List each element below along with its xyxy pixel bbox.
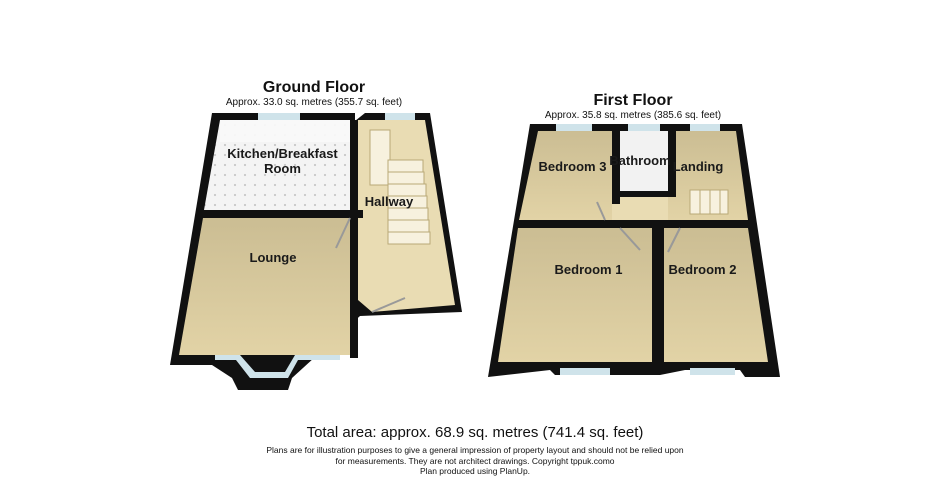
- lounge-bay-window: [215, 355, 340, 378]
- kitchen-label: Kitchen/Breakfast Room: [210, 146, 355, 176]
- hallway-window: [385, 113, 415, 120]
- ground-floor-title: Ground Floor: [262, 79, 366, 96]
- disclaimer-line2: for measurements. They are not architect…: [335, 455, 615, 466]
- bathroom-floor: [620, 131, 668, 191]
- ground-floor-area: Approx. 33.0 sq. metres (355.7 sq. feet): [225, 97, 403, 108]
- kitchen-label-line1: Kitchen/Breakfast: [227, 146, 338, 161]
- lounge-hallway-divider: [350, 120, 358, 200]
- landing-corridor: [612, 196, 668, 222]
- front-door-swing: [371, 297, 406, 313]
- ff-horizontal-wall: [518, 220, 750, 228]
- first-floor-plan: [488, 124, 780, 377]
- ground-floor-plan: [170, 113, 462, 390]
- disclaimer-line3: Plan produced using PlanUp.: [419, 466, 531, 476]
- disclaimer-line1: Plans are for illustration purposes to g…: [266, 445, 684, 455]
- bathroom-window: [628, 124, 660, 131]
- landing-label: Landing: [672, 159, 724, 174]
- kitchen-worktop: [220, 120, 350, 142]
- landing-staircase-railing: [689, 189, 729, 215]
- bedroom1-bedroom2-wall: [652, 228, 664, 370]
- disclaimer: Plans are for illustration purposes to g…: [175, 445, 775, 477]
- landing-window: [690, 124, 720, 131]
- lounge-label: Lounge: [249, 250, 297, 265]
- bedroom3-window: [556, 124, 592, 131]
- total-area: Total area: approx. 68.9 sq. metres (741…: [306, 424, 644, 441]
- bathroom-bottom-wall: [612, 191, 676, 197]
- bedroom1-label: Bedroom 1: [554, 262, 623, 277]
- bedroom3-bathroom-wall: [612, 124, 620, 204]
- kitchen-lounge-divider: [203, 210, 363, 218]
- kitchen-window: [258, 113, 300, 120]
- lounge-floor: [179, 218, 350, 355]
- hallway-label: Hallway: [364, 194, 414, 209]
- kitchen-label-line2: Room: [264, 161, 301, 176]
- bedroom2-door-swing: [667, 227, 681, 253]
- bedroom3-door-swing: [596, 201, 606, 221]
- bedroom2-label: Bedroom 2: [668, 262, 737, 277]
- kitchen-floor: [204, 120, 350, 210]
- lounge-hallway-divider-lower: [350, 240, 358, 358]
- bedroom1-window: [560, 368, 610, 375]
- first-floor-title: First Floor: [593, 92, 673, 109]
- bedroom2-window: [690, 368, 735, 375]
- bedroom3-floor: [519, 131, 612, 220]
- first-floor-area: Approx. 35.8 sq. metres (385.6 sq. feet): [544, 110, 722, 121]
- bedroom1-door-swing: [619, 227, 641, 251]
- hallway-staircase: [369, 129, 431, 245]
- bedroom1-floor: [498, 228, 652, 362]
- bedroom3-label: Bedroom 3: [538, 159, 607, 174]
- bathroom-landing-wall: [668, 124, 676, 196]
- bedroom2-floor: [664, 228, 768, 362]
- bathroom-label: Bathroom: [609, 153, 671, 168]
- lounge-door-swing: [335, 217, 351, 249]
